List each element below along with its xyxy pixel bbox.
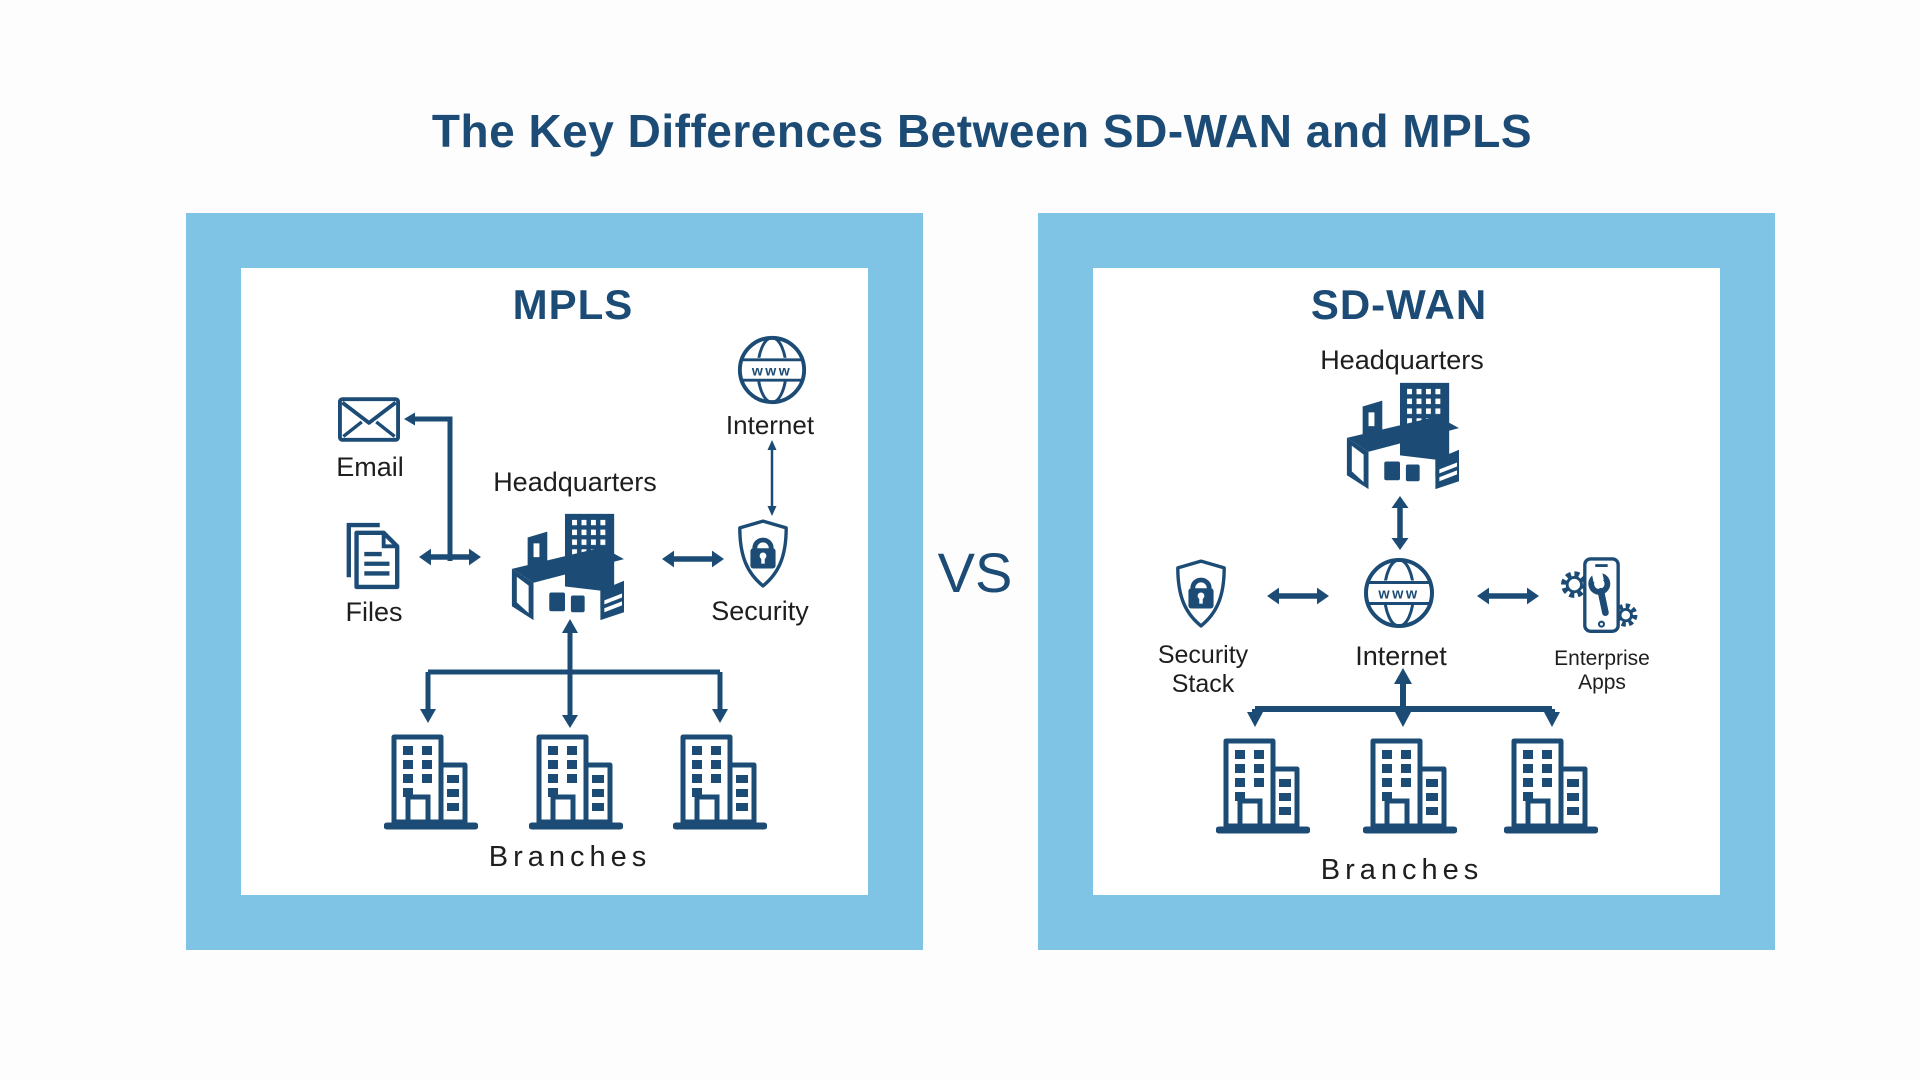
branch-building-icon bbox=[1216, 733, 1310, 837]
hq-internet-arrow bbox=[1391, 496, 1409, 550]
branch-building-icon bbox=[384, 729, 478, 833]
double-arrow-internet-apps bbox=[1476, 585, 1540, 607]
security-stack-label: Security Stack bbox=[1157, 641, 1249, 698]
double-arrow-hq-security bbox=[661, 548, 725, 570]
page-title: The Key Differences Between SD-WAN and M… bbox=[431, 105, 1533, 157]
mpls-branches-label: Branches bbox=[488, 841, 652, 873]
branch-building-icon bbox=[1363, 733, 1457, 837]
sdwan-branches-label: Branches bbox=[1320, 854, 1484, 886]
mpls-branch-tree-connector bbox=[420, 619, 728, 728]
mpls-headquarters-building-icon bbox=[506, 509, 624, 621]
sdwan-branch-tree-connector bbox=[1247, 668, 1560, 727]
sdwan-headquarters-building-icon bbox=[1341, 378, 1459, 490]
vs-label: VS bbox=[937, 541, 1013, 604]
branch-building-icon bbox=[1504, 733, 1598, 837]
sdwan-internet-label: Internet bbox=[1355, 641, 1447, 671]
security-label: Security bbox=[711, 596, 809, 626]
mpls-internet-label: Internet bbox=[725, 410, 815, 440]
double-arrow-security-internet bbox=[1266, 585, 1330, 607]
internet-security-arrow bbox=[767, 440, 777, 516]
mpls-internet-globe-icon bbox=[735, 333, 809, 407]
sdwan-internet-globe-icon bbox=[1361, 555, 1437, 631]
security-shield-icon bbox=[734, 518, 792, 590]
sdwan-headquarters-label: Headquarters bbox=[1320, 345, 1484, 375]
enterprise-apps-label: Enterprise Apps bbox=[1554, 647, 1650, 695]
email-label: Email bbox=[336, 452, 404, 482]
branch-building-icon bbox=[673, 729, 767, 833]
security-stack-shield-icon bbox=[1172, 558, 1230, 630]
mpls-title: MPLS bbox=[512, 281, 634, 328]
sdwan-title: SD-WAN bbox=[1310, 281, 1488, 328]
enterprise-apps-icon bbox=[1561, 557, 1638, 633]
mpls-headquarters-label: Headquarters bbox=[493, 467, 657, 497]
email-arrow bbox=[404, 412, 453, 561]
email-icon bbox=[338, 397, 400, 442]
double-arrow-files-hq bbox=[418, 546, 482, 568]
files-label: Files bbox=[345, 597, 403, 627]
files-icon bbox=[346, 522, 400, 590]
branch-building-icon bbox=[529, 729, 623, 833]
